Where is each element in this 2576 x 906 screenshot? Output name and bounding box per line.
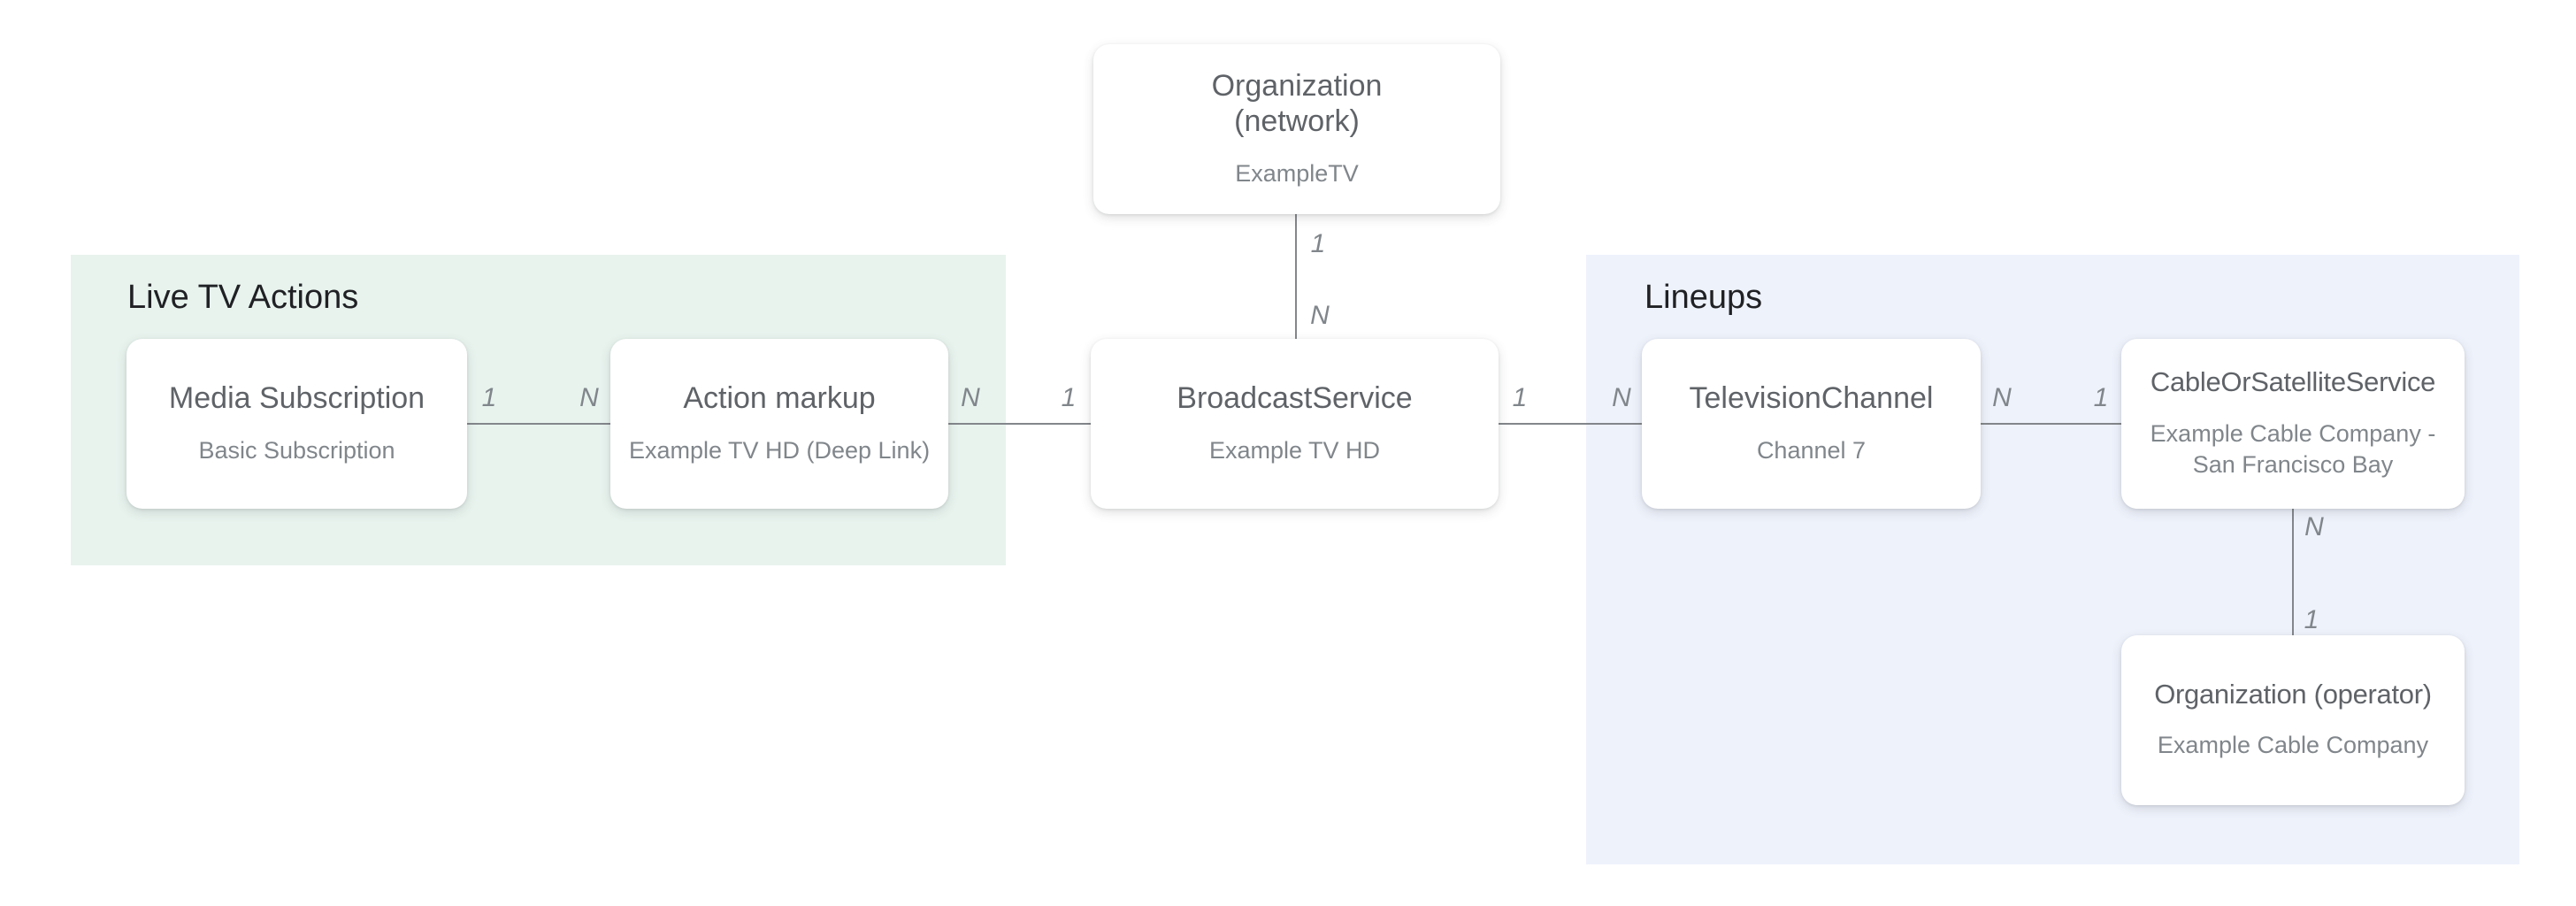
cardinality-label: N	[1992, 383, 2012, 412]
node-subtitle: Example Cable Company	[2157, 732, 2429, 759]
region-lineups-heading: Lineups	[1644, 279, 1763, 316]
node-broadcast-service: BroadcastService Example TV HD	[1091, 339, 1499, 509]
node-title: Action markup	[683, 381, 876, 416]
node-title: CableOrSatelliteService	[2150, 366, 2436, 398]
cardinality-label: 1	[1310, 229, 1326, 258]
node-organization-network: Organization (network) ExampleTV	[1093, 44, 1500, 214]
cardinality-label: N	[579, 383, 599, 412]
node-title: TelevisionChannel	[1689, 381, 1934, 416]
node-television-channel: TelevisionChannel Channel 7	[1642, 339, 1981, 509]
node-title: Media Subscription	[168, 381, 426, 416]
cardinality-label: N	[1612, 383, 1631, 412]
cardinality-label: N	[1310, 301, 1330, 330]
node-subtitle: Example TV HD (Deep Link)	[628, 437, 931, 465]
node-subtitle: Example Cable Company - San Francisco Ba…	[2150, 419, 2436, 479]
cardinality-label: 1	[2093, 383, 2109, 412]
cardinality-label: 1	[1061, 383, 1077, 412]
cardinality-label: N	[961, 383, 980, 412]
cardinality-label: 1	[1512, 383, 1528, 412]
edge-broadcast-service-to-television-channel	[1499, 423, 1642, 425]
edge-organization-network-to-broadcast-service	[1295, 214, 1297, 339]
node-organization-operator: Organization (operator) Example Cable Co…	[2121, 635, 2465, 805]
edge-television-channel-to-cable-service	[1981, 423, 2121, 425]
node-subtitle: Example TV HD	[1208, 437, 1381, 465]
edge-action-markup-to-broadcast-service	[948, 423, 1091, 425]
cardinality-label: 1	[2304, 605, 2319, 634]
edge-media-subscription-to-action-markup	[467, 423, 610, 425]
node-title: BroadcastService	[1177, 381, 1413, 416]
node-subtitle: Basic Subscription	[198, 437, 395, 465]
region-live-tv-actions-heading: Live TV Actions	[127, 279, 359, 316]
node-title: Organization (network)	[1211, 69, 1383, 139]
node-action-markup: Action markup Example TV HD (Deep Link)	[610, 339, 948, 509]
node-subtitle: ExampleTV	[1235, 160, 1359, 188]
node-cable-or-satellite-service: CableOrSatelliteService Example Cable Co…	[2121, 339, 2465, 509]
cardinality-label: N	[2304, 512, 2324, 541]
node-title: Organization (operator)	[2154, 678, 2432, 710]
node-subtitle: Channel 7	[1756, 437, 1867, 465]
cardinality-label: 1	[481, 383, 497, 412]
edge-cable-service-to-organization-operator	[2292, 509, 2294, 635]
node-media-subscription: Media Subscription Basic Subscription	[126, 339, 467, 509]
